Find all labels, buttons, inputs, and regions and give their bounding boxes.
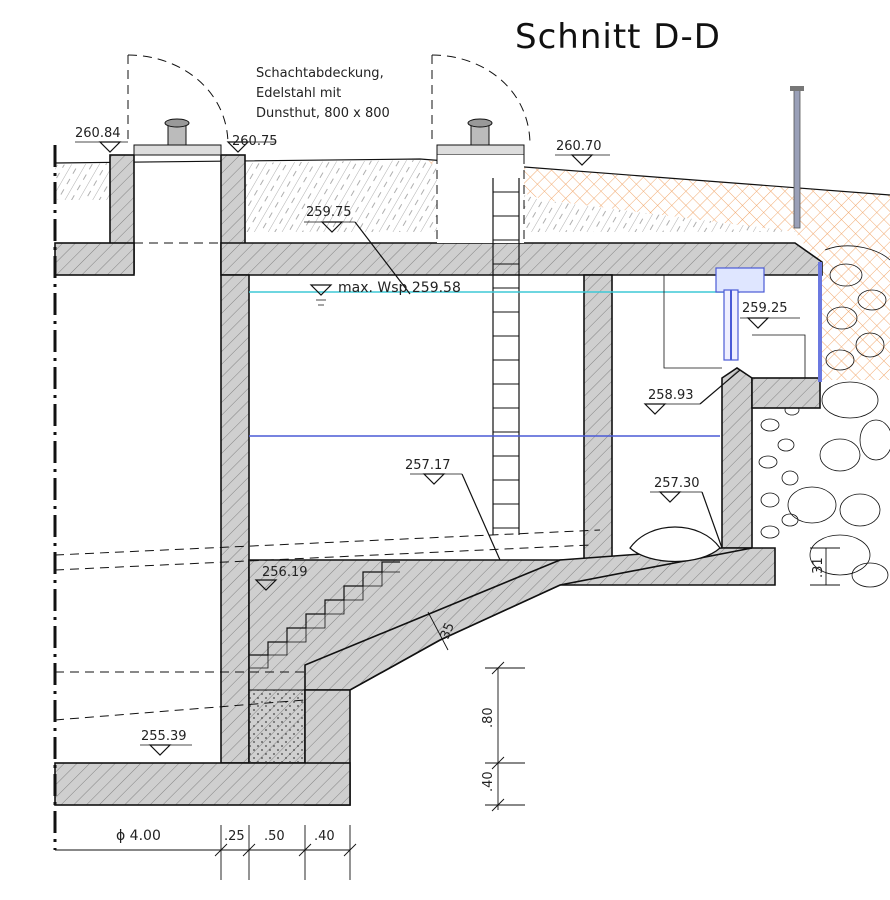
drawing-title: Schnitt D-D: [515, 17, 721, 57]
dim-chute-35: 35: [438, 621, 458, 642]
dim-031: .31: [811, 557, 826, 578]
cover-note-line1: Schachtabdeckung,: [256, 66, 384, 81]
dimension-lines: [55, 547, 840, 880]
level-260-70: 260.70: [556, 139, 602, 154]
level-258-93: 258.93: [648, 388, 694, 403]
dim-080: .80: [481, 707, 496, 728]
cover-note-line3: Dunsthut, 800 x 800: [256, 106, 390, 121]
level-259-75: 259.75: [306, 205, 352, 220]
level-256-19: 256.19: [262, 565, 308, 580]
cover-note-line2: Edelstahl mit: [256, 86, 341, 101]
dim-040-vertical: .40: [481, 771, 496, 792]
dim-width-40: .40: [314, 829, 335, 844]
vent-pipe: [790, 86, 804, 229]
dim-diameter: ϕ 4.00: [116, 828, 161, 844]
stone-riprap: [758, 245, 890, 588]
level-markers: [75, 141, 800, 756]
gravel-fill: [248, 689, 306, 764]
level-257-30: 257.30: [654, 476, 700, 491]
level-257-17: 257.17: [405, 458, 451, 473]
stairs: [249, 561, 400, 669]
level-max-water: max. Wsp 259.58: [338, 280, 461, 296]
level-260-75: 260.75: [232, 134, 278, 149]
hidden-lines: [54, 242, 601, 721]
right-shaft-opening: [437, 155, 524, 243]
manhole-cover-left: [127, 54, 229, 156]
concrete-structure: [54, 154, 823, 806]
level-255-39: 255.39: [141, 729, 187, 744]
level-260-84: 260.84: [75, 126, 121, 141]
dim-width-50: .50: [264, 829, 285, 844]
gate-equipment: [663, 262, 822, 382]
manhole-cover-right: [431, 54, 531, 156]
level-259-25: 259.25: [742, 301, 788, 316]
ladder: [492, 178, 520, 535]
outlet-pipe: [629, 526, 721, 562]
dim-width-25: .25: [224, 829, 245, 844]
